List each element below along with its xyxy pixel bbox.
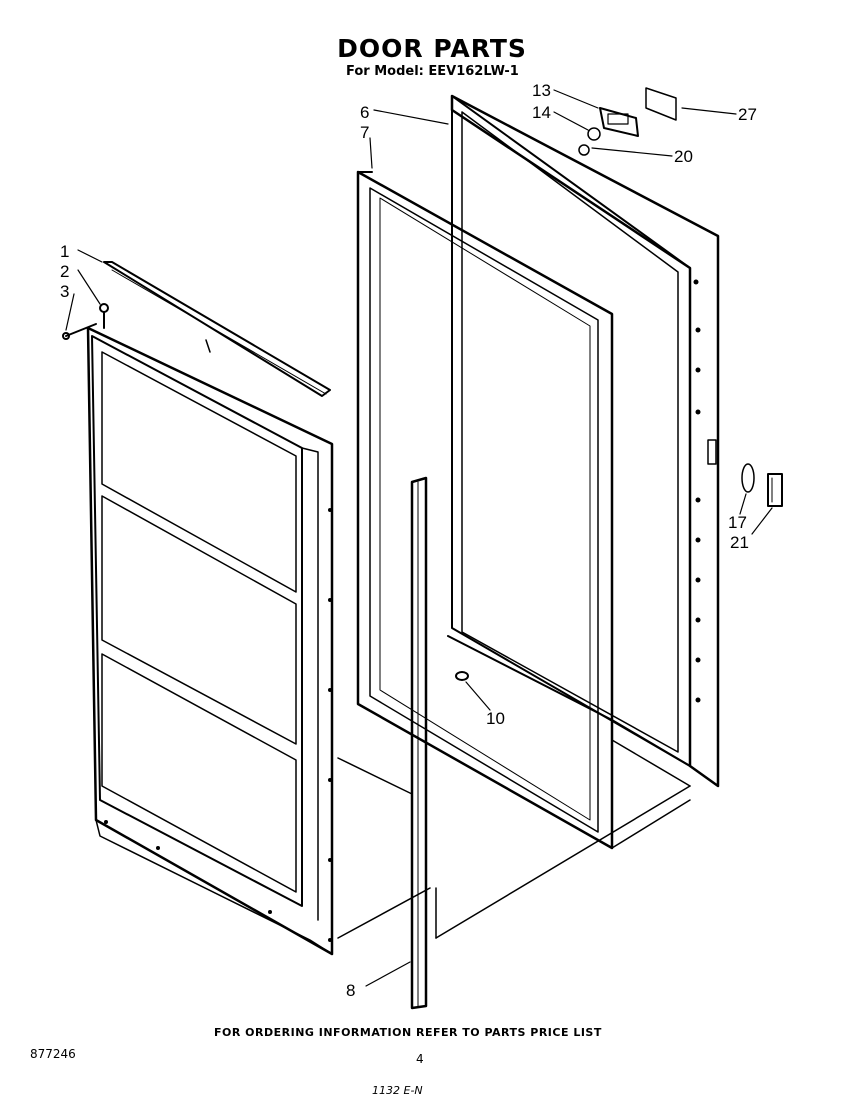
callout-labels: 1 2 3 6 7 13 14 27 20 10 17 21 8 [60, 81, 757, 1000]
callout-7: 7 [360, 123, 369, 142]
leader-lines [65, 89, 773, 987]
door-panel [86, 311, 334, 956]
callout-8: 8 [346, 981, 355, 1000]
callout-17: 17 [728, 513, 747, 532]
callout-2: 2 [60, 262, 69, 281]
ordering-footer: FOR ORDERING INFORMATION REFER TO PARTS … [214, 1026, 602, 1039]
model-subtitle: For Model: EEV162LW-1 [346, 64, 519, 79]
hinge-bracket [599, 107, 639, 137]
callout-14: 14 [532, 103, 551, 122]
washer-part-20 [578, 144, 590, 156]
door-stop-part-10 [455, 671, 469, 681]
top-trim-strip [103, 261, 331, 397]
hinge-cover [645, 87, 677, 121]
breaker-strip [410, 476, 428, 1010]
callout-6: 6 [360, 103, 369, 122]
hinge-part-21 [767, 473, 783, 507]
callout-20: 20 [674, 147, 693, 166]
hinge-pin-part-17 [741, 463, 755, 493]
page-title: DOOR PARTS [337, 34, 527, 63]
callout-3: 3 [60, 282, 69, 301]
door-liner-gasket [356, 170, 614, 850]
callout-1: 1 [60, 242, 69, 261]
page-number: 4 [416, 1052, 424, 1066]
handwritten-note: 1132 E-N [372, 1084, 423, 1097]
callout-13: 13 [532, 81, 551, 100]
callout-27: 27 [738, 105, 757, 124]
screws-part-2-3 [62, 303, 109, 340]
washer-part-14 [587, 127, 601, 141]
document-number: 877246 [30, 1047, 76, 1061]
outer-door-frame [447, 94, 720, 788]
callout-10: 10 [486, 709, 505, 728]
projection-lines [337, 757, 691, 939]
callout-21: 21 [730, 533, 749, 552]
